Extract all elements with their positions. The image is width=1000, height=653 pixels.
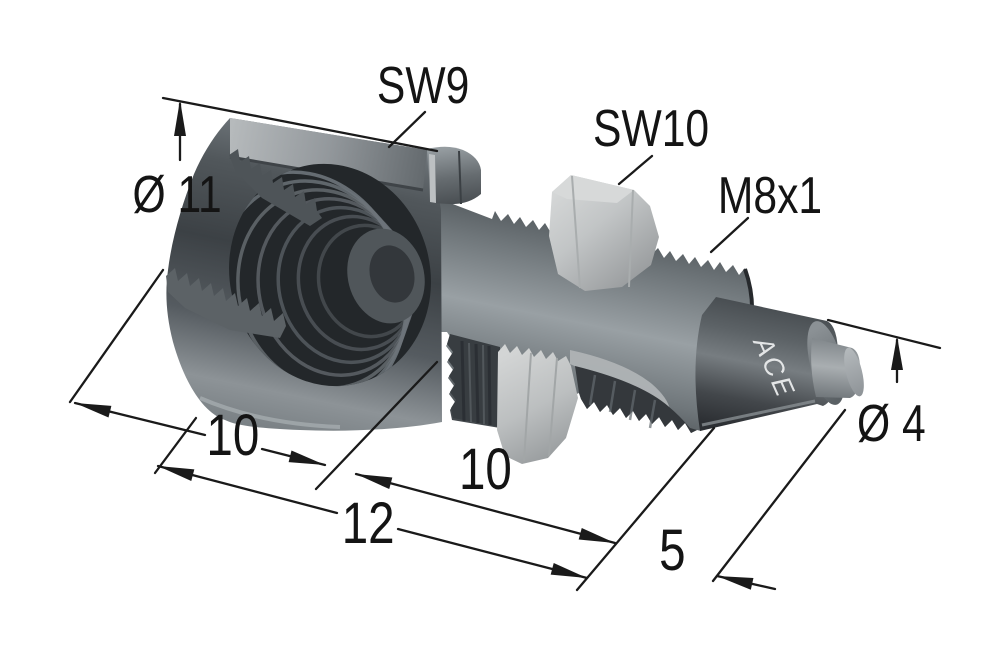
part-illustration: ACE: [166, 118, 864, 464]
label-thread-spec: M8x1: [718, 167, 822, 225]
label-cap-diameter: Ø 11: [132, 166, 221, 224]
lock-nut-bottom-shape: [497, 344, 578, 464]
piston-rod-tip-shape: [811, 338, 864, 398]
leader-line-sw10: [617, 154, 654, 186]
thread-bottom-left: [447, 334, 500, 427]
extension-line-cap-left: [68, 268, 165, 404]
dimension-annotations: Ø 11 SW9 SW10 M8x1 Ø 4 10 12 10 5: [68, 57, 942, 592]
annotation-labels: Ø 11 SW9 SW10 M8x1 Ø 4 10 12 10 5: [132, 57, 925, 583]
diameter-11-arrow: [174, 100, 186, 162]
dimension-line-rod-length: [715, 574, 777, 591]
leader-line-sw9: [387, 110, 427, 149]
dim-thread-length: 10: [459, 438, 512, 503]
dimension-line-cap-length: [73, 401, 327, 467]
extension-line-cap-right: [314, 360, 439, 491]
dim-rod-length: 5: [659, 519, 685, 584]
extension-line-body-left: [153, 416, 198, 475]
bore-serration-top: [229, 149, 322, 226]
bore-serration-bottom: [166, 268, 286, 338]
dimension-line-body-length: [156, 464, 589, 580]
dim-body-length: 12: [342, 492, 395, 557]
extension-line-cap-top-tangent: [161, 96, 439, 153]
diameter-4-arrow: [891, 336, 903, 384]
extension-lines: [68, 96, 942, 592]
dimension-line-thread-length: [354, 472, 617, 545]
label-rod-diameter: Ø 4: [857, 395, 926, 453]
cap-top-hex-flat: [230, 118, 427, 190]
hex-sw9-shape: [427, 146, 481, 205]
leader-line-m8x1: [709, 216, 750, 254]
extension-line-tube-end: [711, 408, 847, 583]
dim-cap-length: 10: [206, 404, 259, 469]
rear-cap-shape: [166, 118, 442, 431]
label-nut-hex: SW10: [593, 100, 709, 158]
thread-bottom-right: [575, 366, 697, 433]
extension-line-thread-end: [575, 426, 716, 592]
extension-line-rod-top-tangent: [826, 318, 942, 350]
lock-nut-top-shape: [549, 175, 659, 291]
label-body-hex: SW9: [377, 57, 469, 115]
